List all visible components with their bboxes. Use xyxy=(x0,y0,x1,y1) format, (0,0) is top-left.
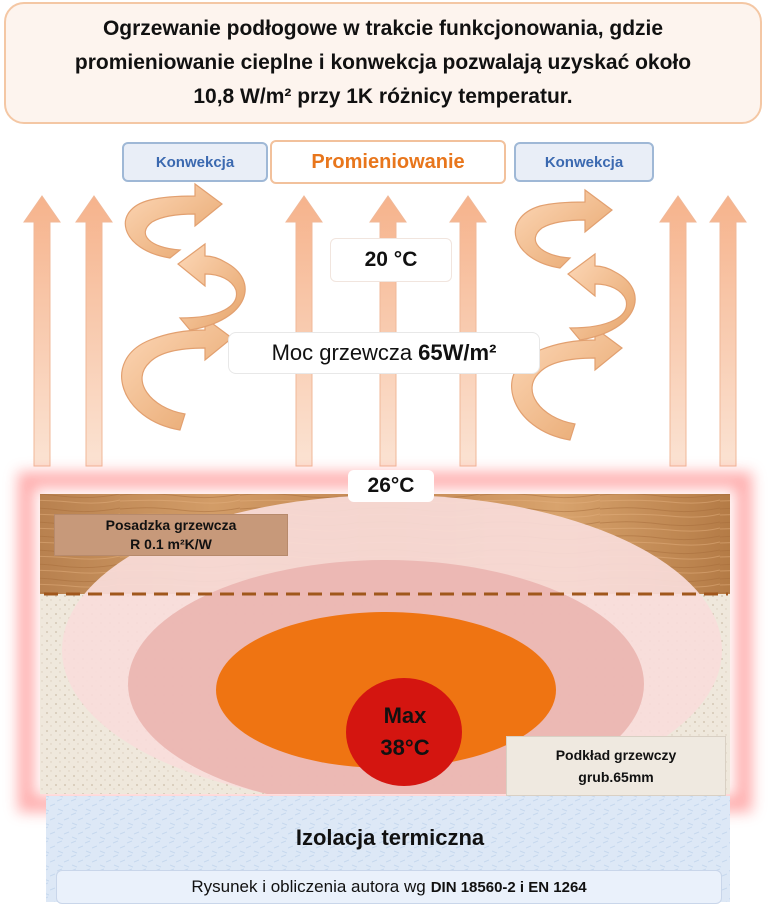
convection-label-left: Konwekcja xyxy=(122,142,268,182)
credit-prefix: Rysunek i obliczenia autora wg xyxy=(191,877,426,896)
curved-arrow-icon xyxy=(121,316,233,431)
heat-zone-core xyxy=(346,678,462,786)
convection-label-right: Konwekcja xyxy=(514,142,654,182)
up-arrow-icon xyxy=(709,195,747,467)
curved-arrow-icon xyxy=(567,252,636,341)
title-line-1: Ogrzewanie podłogowe w trakcie funkcjono… xyxy=(102,17,664,40)
max-temperature-label: Max 38°C xyxy=(348,692,462,772)
up-arrow-icon xyxy=(449,195,487,467)
max-label-line-2: 38°C xyxy=(380,735,430,760)
up-arrow-icon xyxy=(659,195,697,467)
radiation-label: Promieniowanie xyxy=(270,140,506,184)
convection-swirls-left xyxy=(121,182,246,431)
surface-temperature-label: 26°C xyxy=(348,470,434,502)
room-temperature-label: 20 °C xyxy=(330,238,452,282)
up-arrow-icon xyxy=(369,195,407,467)
heat-zones xyxy=(62,495,722,794)
convection-swirls-right xyxy=(511,188,636,441)
curved-arrow-icon xyxy=(514,188,613,269)
power-value: 65W/m² xyxy=(418,340,497,365)
title-line-2: promieniowanie cieplne i konwekcja pozwa… xyxy=(74,51,692,74)
radiation-arrows xyxy=(23,195,747,467)
title-box: Ogrzewanie podłogowe w trakcie funkcjono… xyxy=(4,2,762,124)
credit-standards: DIN 18560-2 i EN 1264 xyxy=(430,878,587,896)
heated-floor-label: Posadzka grzewcza R 0.1 m²K/W xyxy=(54,514,288,556)
up-arrow-icon xyxy=(75,195,113,467)
curved-arrow-icon xyxy=(124,182,223,259)
heating-power-label: Moc grzewcza 65W/m² xyxy=(228,332,540,374)
up-arrow-icon xyxy=(23,195,61,467)
title-line-3: 10,8 W/m² przy 1K różnicy temperatur. xyxy=(193,85,573,108)
curved-arrow-icon xyxy=(177,242,246,331)
insulation-label: Izolacja termiczna xyxy=(295,825,485,850)
power-prefix: Moc grzewcza xyxy=(271,340,413,365)
up-arrow-icon xyxy=(285,195,323,467)
screed-label: Podkład grzewczy grub.65mm xyxy=(506,736,726,796)
floor-label-line-2: R 0.1 m²K/W xyxy=(130,536,212,552)
screed-label-line-2: grub.65mm xyxy=(578,769,654,785)
floor-label-line-1: Posadzka grzewcza xyxy=(105,517,237,533)
screed-label-line-1: Podkład grzewczy xyxy=(555,747,677,763)
credit-box: Rysunek i obliczenia autora wg DIN 18560… xyxy=(56,870,722,904)
max-label-line-1: Max xyxy=(383,703,427,728)
